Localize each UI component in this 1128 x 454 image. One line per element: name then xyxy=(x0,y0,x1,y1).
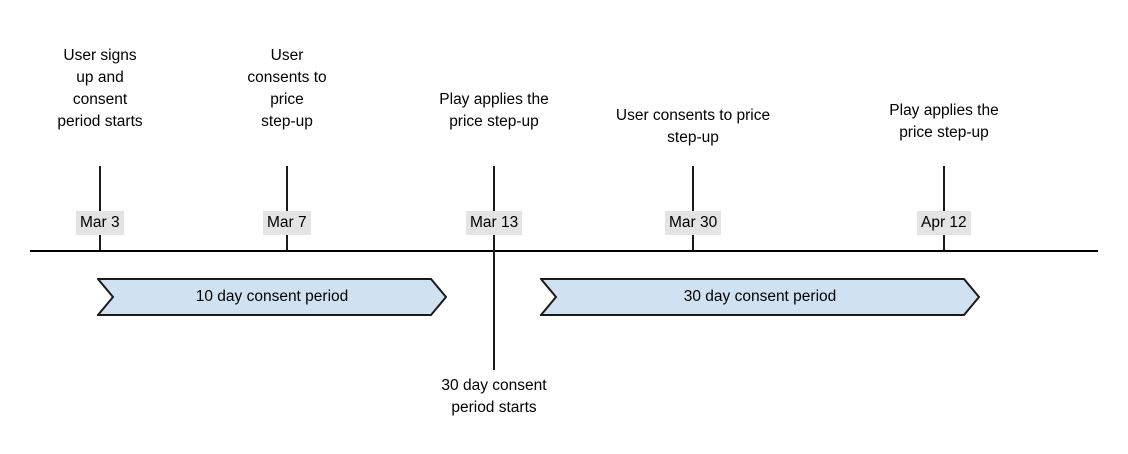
tick-line-apr-12 xyxy=(943,166,945,250)
event-caption-mar-7: User consents to price step-up xyxy=(247,47,327,130)
tick-line-mar-13 xyxy=(493,166,495,370)
tick-line-mar-7 xyxy=(286,166,288,250)
date-chip-mar-7: Mar 7 xyxy=(263,211,311,235)
period-band-10-day: 10 day consent period xyxy=(97,278,447,316)
tick-line-mar-30 xyxy=(692,166,694,250)
chevron-shape-icon xyxy=(97,278,447,316)
event-caption-apr-12: Play applies the price step-up xyxy=(889,102,999,141)
date-chip-apr-12: Apr 12 xyxy=(917,211,971,235)
date-chip-mar-13: Mar 13 xyxy=(466,211,523,235)
date-chip-mar-3: Mar 3 xyxy=(76,211,124,235)
period-band-30-day: 30 day consent period xyxy=(540,278,980,316)
date-chip-mar-30: Mar 30 xyxy=(665,211,722,235)
timeline-axis xyxy=(30,250,1098,252)
annotation-30-day-consent-start: 30 day consent period starts xyxy=(441,377,547,416)
tick-line-mar-3 xyxy=(99,166,101,250)
event-caption-mar-30: User consents to price step-up xyxy=(615,107,771,146)
chevron-shape-icon xyxy=(540,278,980,316)
event-caption-mar-3: User signs up and consent period starts xyxy=(57,47,143,130)
event-caption-mar-13: Play applies the price step-up xyxy=(439,91,549,130)
